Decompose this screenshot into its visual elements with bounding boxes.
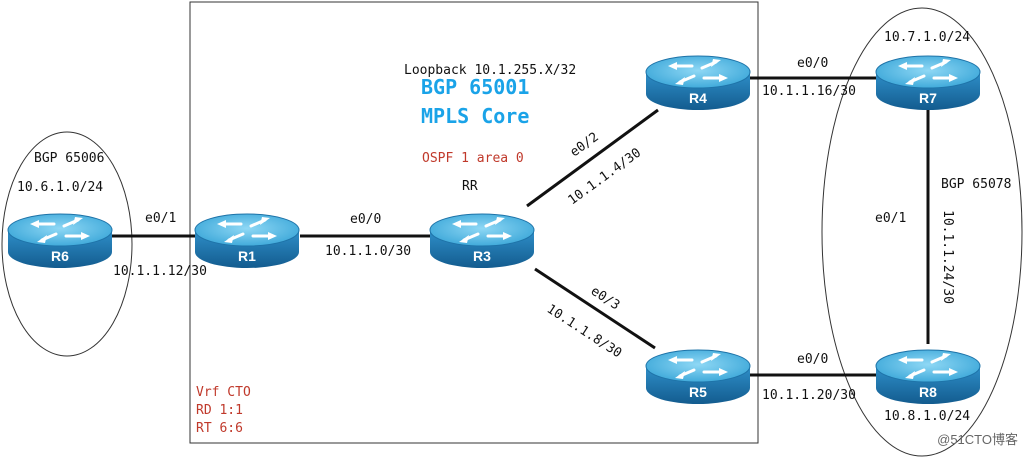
link-r7-r8-net: 10.1.1.24/30 (940, 210, 955, 304)
link-r3-r5 (534, 267, 656, 350)
router-label: R5 (689, 384, 707, 400)
link-r3-r4 (526, 108, 659, 208)
link-r4-r7-net: 10.1.1.16/30 (762, 84, 856, 99)
rr-label: RR (462, 179, 478, 194)
router-r6[interactable]: R6 (6, 212, 114, 270)
link-r1-r3-if: e0/0 (350, 212, 381, 227)
loopback-label: Loopback 10.1.255.X/32 (404, 63, 576, 78)
router-label: R6 (51, 248, 69, 264)
vrf-name: Vrf CTO (196, 385, 251, 400)
link-r5-r8-net: 10.1.1.20/30 (762, 388, 856, 403)
r7-prefix: 10.7.1.0/24 (884, 30, 970, 45)
router-r4[interactable]: R4 (644, 54, 752, 112)
router-label: R1 (238, 248, 256, 264)
r8-prefix: 10.8.1.0/24 (884, 409, 970, 424)
vrf-rd: RD 1:1 (196, 403, 243, 418)
left-site-bgp: BGP 65006 (34, 151, 104, 166)
core-bgp-label: BGP 65001 (421, 75, 529, 99)
router-r1[interactable]: R1 (193, 212, 301, 270)
core-mpls-label: MPLS Core (421, 104, 529, 128)
link-r5-r8-if: e0/0 (797, 352, 828, 367)
link-r4-r7-if: e0/0 (797, 56, 828, 71)
router-label: R7 (919, 90, 937, 106)
mpls-core-box (189, 1, 759, 444)
router-r5[interactable]: R5 (644, 348, 752, 406)
vrf-rt: RT 6:6 (196, 421, 243, 436)
link-r1-r3-net: 10.1.1.0/30 (325, 244, 411, 259)
router-r3[interactable]: R3 (428, 212, 536, 270)
router-label: R8 (919, 384, 937, 400)
left-site-prefix: 10.6.1.0/24 (17, 180, 103, 195)
router-r8[interactable]: R8 (874, 348, 982, 406)
right-site-bgp: BGP 65078 (941, 177, 1011, 192)
router-r7[interactable]: R7 (874, 54, 982, 112)
ospf-label: OSPF 1 area 0 (422, 151, 524, 166)
link-r6-r1-if: e0/1 (145, 211, 176, 226)
right-site-ellipse (821, 7, 1023, 457)
link-r6-r1-net: 10.1.1.12/30 (113, 264, 207, 279)
watermark-text: @51CTO博客 (937, 432, 1018, 447)
router-label: R3 (473, 248, 491, 264)
left-site-ellipse (1, 131, 133, 357)
router-label: R4 (689, 90, 707, 106)
link-r7-r8-if: e0/1 (875, 211, 906, 226)
